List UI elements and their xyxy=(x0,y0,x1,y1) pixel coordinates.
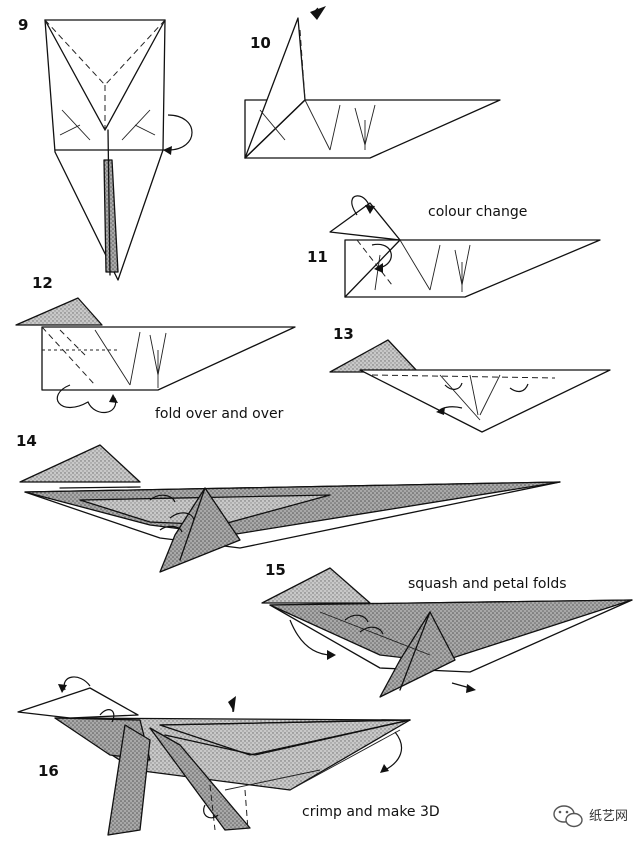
step-16: 16 crimp and make 3D xyxy=(17,676,440,836)
wechat-icon xyxy=(553,805,583,828)
step-12: 12 fold over and over xyxy=(15,274,296,422)
step-number: 16 xyxy=(38,762,59,780)
step-15-figure xyxy=(261,567,633,698)
step-caption: crimp and make 3D xyxy=(302,804,440,820)
step-11-figure xyxy=(329,195,601,298)
step-number: 13 xyxy=(333,325,354,343)
step-13-figure xyxy=(329,339,611,433)
step-caption: colour change xyxy=(428,204,527,220)
step-number: 11 xyxy=(307,248,328,266)
step-number: 9 xyxy=(18,16,28,34)
step-10: 10 xyxy=(244,6,501,159)
step-14: 14 xyxy=(16,432,561,573)
step-15: 15 squash and petal folds xyxy=(261,561,633,698)
step-9-figure xyxy=(44,19,193,281)
watermark-text: 纸艺网 xyxy=(589,809,628,824)
step-number: 15 xyxy=(265,561,286,579)
step-13: 13 xyxy=(329,325,611,433)
step-11: 11 colour change xyxy=(307,195,601,298)
step-caption: fold over and over xyxy=(155,406,284,422)
step-16-figure xyxy=(17,676,411,836)
step-14-figure xyxy=(19,444,561,573)
step-number: 14 xyxy=(16,432,37,450)
step-number: 12 xyxy=(32,274,53,292)
step-10-figure xyxy=(244,6,501,159)
watermark: 纸艺网 xyxy=(553,805,628,828)
step-caption: squash and petal folds xyxy=(408,576,567,592)
step-12-figure xyxy=(15,297,296,413)
step-9: 9 xyxy=(18,16,193,281)
step-number: 10 xyxy=(250,34,271,52)
